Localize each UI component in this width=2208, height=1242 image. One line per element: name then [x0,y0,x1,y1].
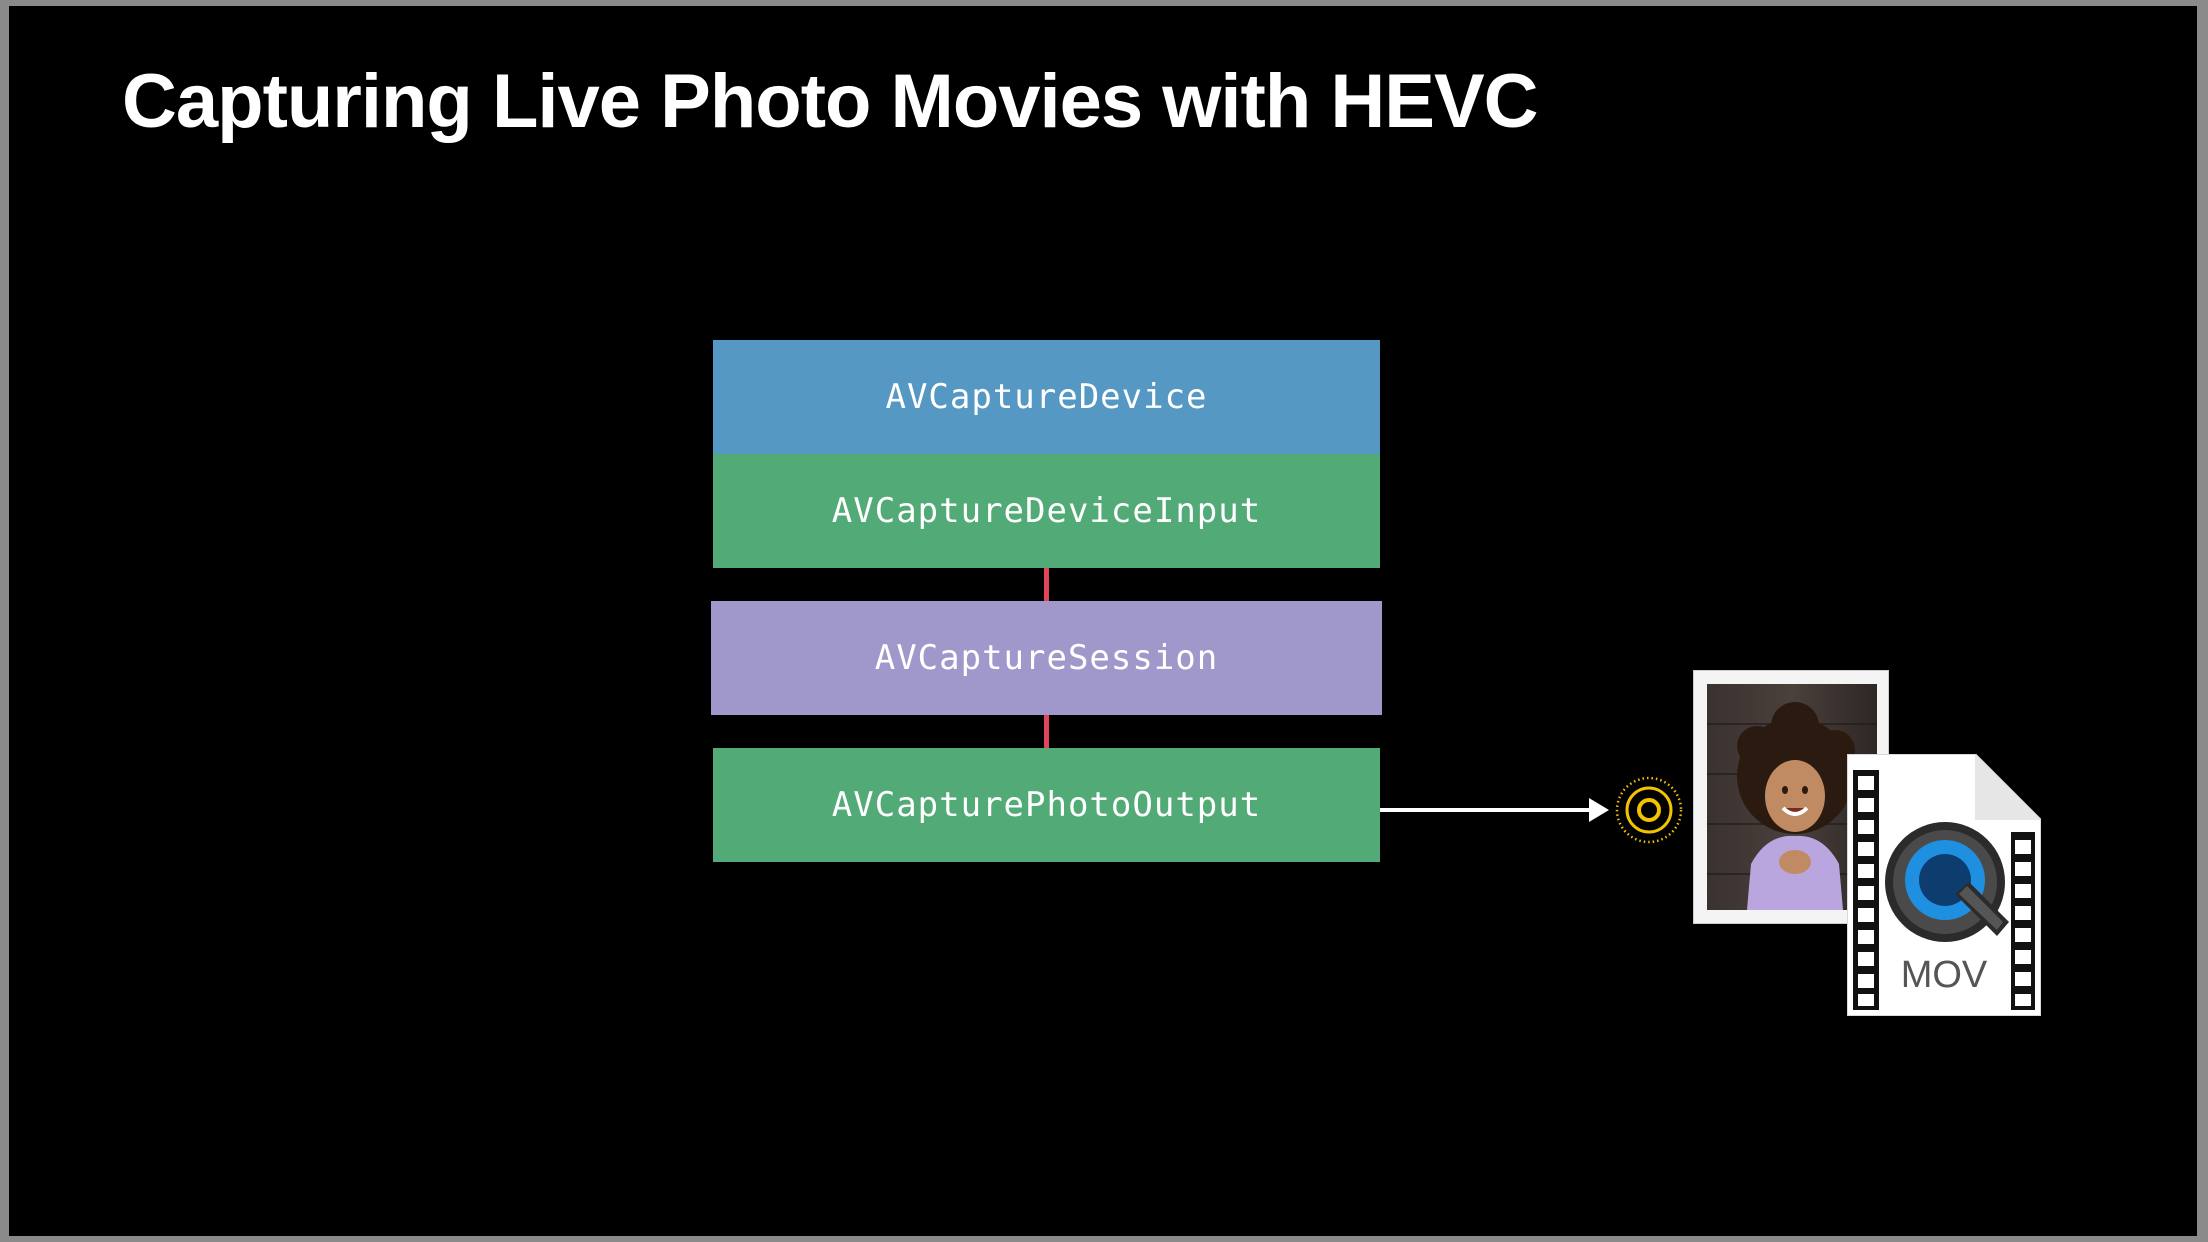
output-arrow [1380,808,1593,812]
capture-session-box: AVCaptureSession [711,601,1382,715]
quicktime-movie-file-icon: MOV [1846,753,2042,1017]
slide-title: Capturing Live Photo Movies with HEVC [122,59,1539,144]
capture-session-label: AVCaptureSession [874,638,1219,678]
capture-photo-output-label: AVCapturePhotoOutput [831,785,1262,825]
mov-label: MOV [1900,954,1988,996]
connector-input-session [1044,568,1049,601]
capture-device-box: AVCaptureDevice [713,340,1380,454]
live-photo-icon [1615,776,1683,844]
connector-session-output [1044,715,1049,748]
capture-device-input-box: AVCaptureDeviceInput [713,454,1380,568]
photo-thumbnail [1693,670,1889,924]
capture-device-label: AVCaptureDevice [885,377,1208,417]
capture-device-input-label: AVCaptureDeviceInput [831,491,1262,531]
capture-photo-output-box: AVCapturePhotoOutput [713,748,1380,862]
arrow-head-icon [1589,798,1609,822]
slide: Capturing Live Photo Movies with HEVC AV… [9,6,2197,1236]
